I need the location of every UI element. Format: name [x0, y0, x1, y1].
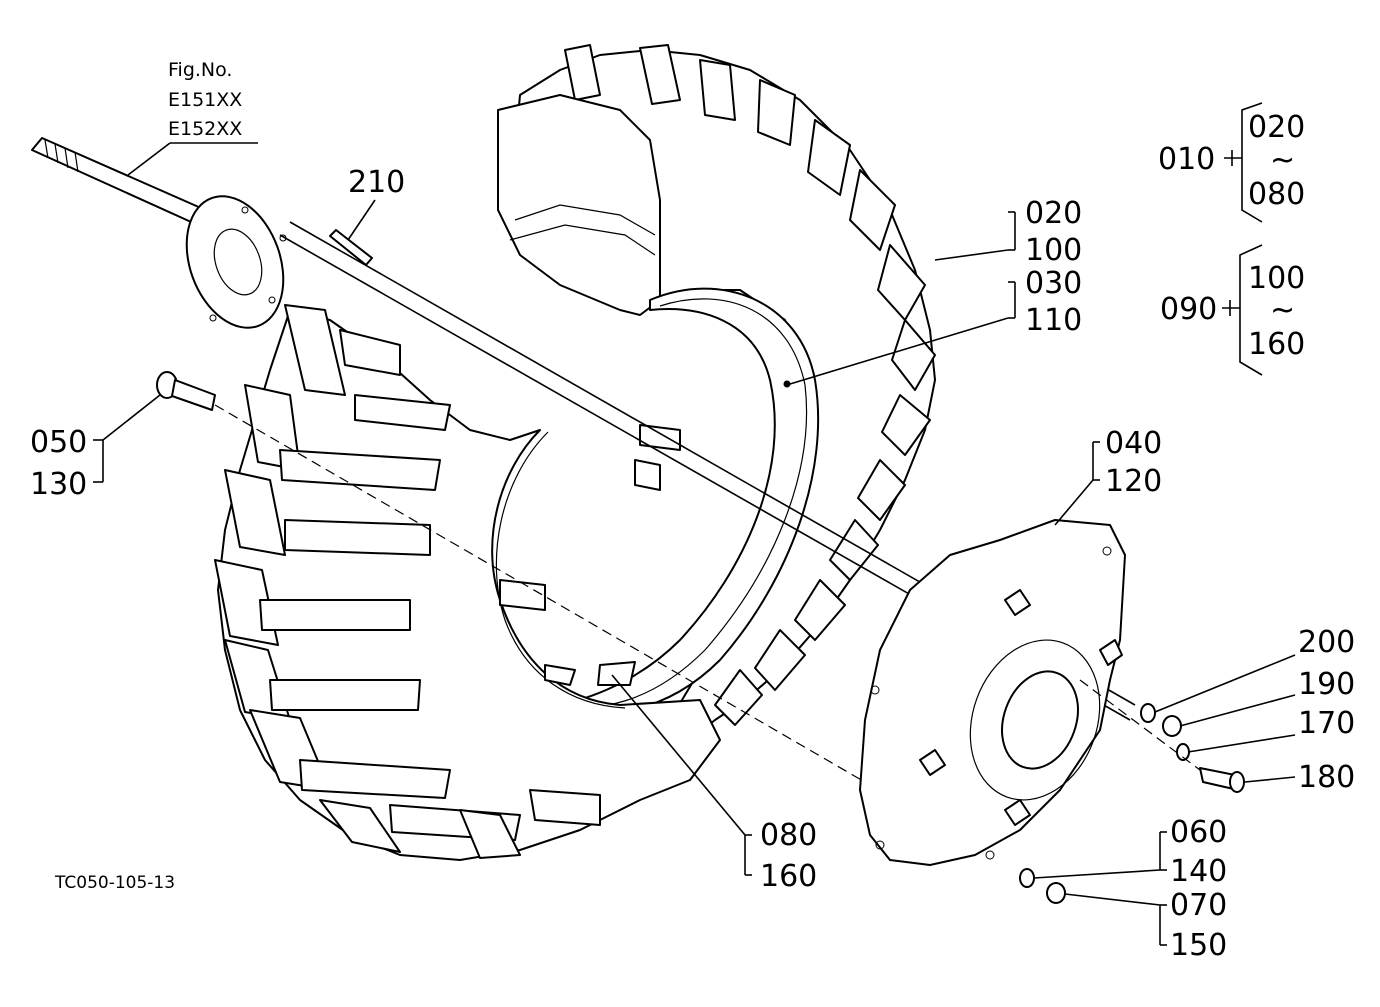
label-070: 070 [1170, 888, 1227, 923]
group-090-id: 090 [1160, 292, 1217, 327]
label-040: 040 [1105, 426, 1162, 461]
label-060: 060 [1170, 815, 1227, 850]
label-100: 100 [1025, 233, 1082, 268]
label-190: 190 [1298, 667, 1355, 702]
label-050: 050 [30, 425, 87, 460]
leader-lines [93, 102, 1296, 946]
group-090-tilde: ~ [1270, 293, 1295, 328]
figure-number-block: Fig.No. E151XX E152XX [168, 59, 242, 140]
disc-wheel [859, 519, 1126, 866]
group-010-tilde: ~ [1270, 143, 1295, 178]
label-110: 110 [1025, 303, 1082, 338]
label-150: 150 [1170, 928, 1227, 963]
label-020: 020 [1025, 196, 1082, 231]
tire-front-half [214, 304, 721, 861]
group-090: 090 100 ~ 160 [1160, 261, 1305, 362]
group-010-from: 020 [1248, 110, 1305, 145]
label-170: 170 [1298, 706, 1355, 741]
group-010: 010 020 ~ 080 [1158, 110, 1305, 212]
bolt-050 [156, 371, 216, 411]
figure-number-1: E151XX [168, 89, 242, 111]
group-090-to: 160 [1248, 327, 1305, 362]
hardware [1019, 703, 1245, 904]
label-140: 140 [1170, 854, 1227, 889]
label-120: 120 [1105, 464, 1162, 499]
tire-rear-half [497, 44, 936, 771]
group-010-to: 080 [1248, 177, 1305, 212]
label-030: 030 [1025, 266, 1082, 301]
group-090-from: 100 [1248, 261, 1305, 296]
label-160: 160 [760, 859, 817, 894]
label-200: 200 [1298, 625, 1355, 660]
label-080: 080 [760, 818, 817, 853]
figure-number-2: E152XX [168, 118, 242, 140]
group-010-id: 010 [1158, 142, 1215, 177]
label-180: 180 [1298, 760, 1355, 795]
drawing-code: TC050-105-13 [54, 873, 175, 893]
label-210: 210 [348, 165, 405, 200]
figure-title: Fig.No. [168, 59, 232, 81]
label-130: 130 [30, 467, 87, 502]
